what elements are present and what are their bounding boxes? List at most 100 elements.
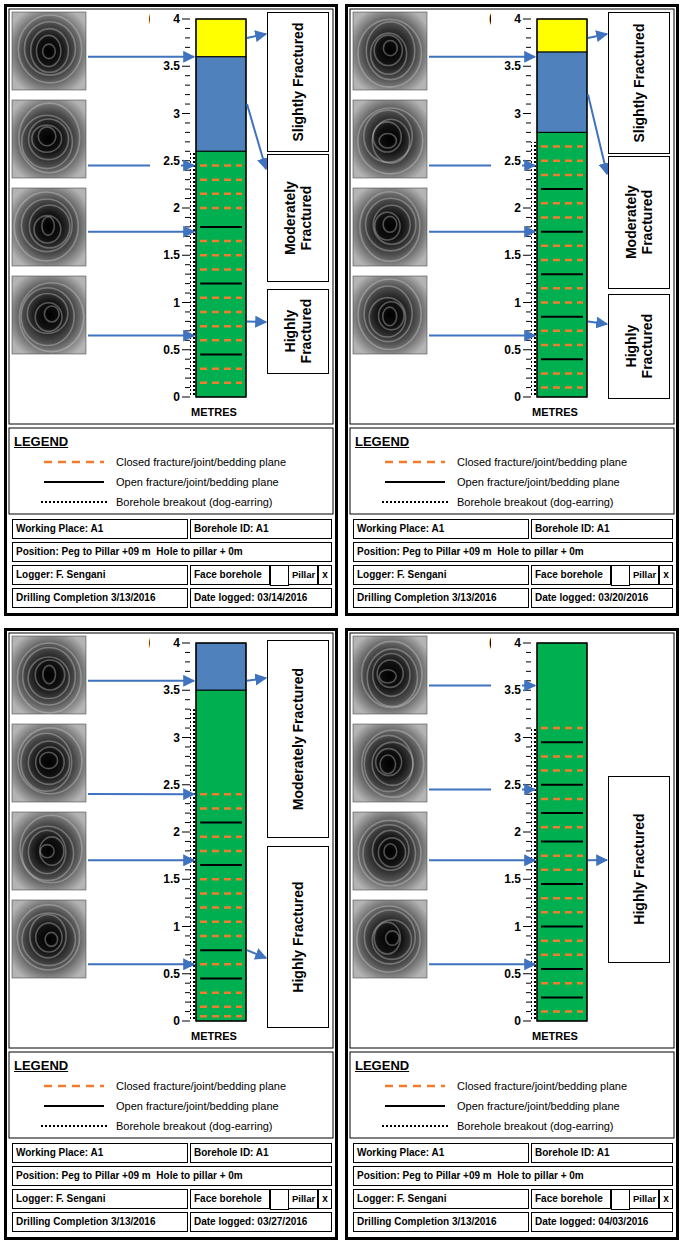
- scale-tick: [185, 321, 190, 322]
- axis-number: 3: [491, 106, 522, 122]
- table-cell: x: [318, 1189, 332, 1209]
- legend-text: Borehole breakout (dog-earring): [457, 1118, 671, 1134]
- table-cell: Drilling Completion 3/13/2016: [353, 588, 529, 608]
- scale-tick: [182, 66, 190, 67]
- table-cell: [612, 1190, 630, 1210]
- closed-fracture: [541, 160, 583, 163]
- table-cell: [271, 566, 289, 586]
- closed-fracture: [541, 769, 583, 772]
- open-fracture: [200, 283, 242, 285]
- closed-fracture: [200, 178, 242, 181]
- table-cell: Logger: F. Sengani: [12, 565, 188, 585]
- closed-fracture: [541, 330, 583, 333]
- scale-tick: [185, 652, 190, 653]
- leader-arrow: [429, 335, 535, 337]
- table-cell: Drilling Completion 3/13/2016: [12, 1212, 188, 1232]
- closed-fracture: [200, 164, 242, 167]
- photo-texture: [358, 820, 421, 886]
- scale-tick: [523, 208, 531, 209]
- breakout-strip: [531, 142, 537, 397]
- closed-fracture: [200, 382, 242, 385]
- scale-tick: [185, 132, 190, 133]
- photo-texture: [23, 647, 76, 704]
- scale-tick: [185, 293, 190, 294]
- scale-tick: [185, 359, 190, 360]
- photo-texture: [378, 838, 405, 867]
- column-outline: [196, 19, 246, 397]
- scale-tick: [526, 813, 531, 814]
- scale-tick: [526, 37, 531, 38]
- closed-fracture: [541, 826, 583, 829]
- closed-fracture: [541, 245, 583, 248]
- open-fracture: [541, 784, 583, 786]
- scale-tick: [526, 274, 531, 275]
- table-cell: Borehole ID: A1: [190, 519, 332, 539]
- photo-texture: [27, 294, 67, 334]
- leader-arrow: [588, 34, 607, 38]
- classification-box: Moderately Fractured: [267, 154, 329, 282]
- photo-texture: [372, 830, 409, 870]
- photo-texture: [364, 735, 413, 791]
- scale-tick: [526, 841, 531, 842]
- scale-tick: [185, 699, 190, 700]
- borehole-photo: [353, 276, 427, 354]
- axis-number: 1.5: [150, 247, 181, 263]
- scale-tick: [185, 226, 190, 227]
- panel-frame: [6, 6, 337, 615]
- scale-tick: [526, 718, 531, 719]
- scale-tick: [523, 643, 531, 644]
- axis-number: 2.5: [150, 777, 181, 793]
- open-fracture: [200, 353, 242, 355]
- legend-sample: [44, 1105, 104, 1107]
- photo-texture: [24, 22, 75, 75]
- table-cell: Position: Peg to Pillar +09 m Hole to pi…: [353, 542, 673, 562]
- axis-number: 2: [491, 824, 522, 840]
- table-cell: [271, 1190, 289, 1210]
- scale-tick: [185, 236, 190, 237]
- photo-texture: [371, 33, 407, 74]
- photo-texture: [364, 910, 415, 964]
- axis-number: 3: [150, 730, 181, 746]
- table-cell: Borehole ID: A1: [531, 519, 673, 539]
- log-frame: [350, 9, 674, 424]
- leader-arrow: [429, 859, 535, 861]
- classification-box: Slightly Fractured: [267, 12, 329, 152]
- axis-number: 3.5: [150, 58, 181, 74]
- scale-tick: [185, 671, 190, 672]
- legend-text: Closed fracture/joint/bedding plane: [116, 454, 330, 470]
- borehole-photo: [12, 12, 86, 90]
- legend-heading: LEGEND: [355, 433, 495, 451]
- panel-frame: [347, 6, 678, 615]
- leader-arrow: [88, 793, 194, 795]
- scale-tick: [185, 264, 190, 265]
- closed-fracture: [541, 798, 583, 801]
- photo-texture: [374, 922, 400, 954]
- scale-tick: [185, 822, 190, 823]
- scale-tick: [523, 784, 531, 785]
- scale-tick: [526, 28, 531, 29]
- photo-texture: [376, 749, 402, 776]
- table-cell: Logger: F. Sengani: [353, 565, 529, 585]
- open-fracture: [541, 358, 583, 360]
- panel-art: [347, 6, 678, 615]
- legend-sample: [44, 461, 104, 464]
- photo-texture: [358, 108, 423, 174]
- borehole-photo: [353, 188, 427, 266]
- table-cell: Pillar: [629, 1189, 659, 1209]
- scale-tick: [526, 888, 531, 889]
- axis-number: 1: [150, 919, 181, 935]
- scale-tick: [526, 245, 531, 246]
- table-cell: Logger: F. Sengani: [353, 1189, 529, 1209]
- photo-texture: [373, 205, 410, 244]
- scale-tick: [526, 992, 531, 993]
- table-cell: Working Place: A1: [353, 519, 529, 539]
- axis-number: 2.5: [150, 153, 181, 169]
- photo-texture: [362, 730, 424, 797]
- scale-tick: [182, 832, 190, 833]
- scale-tick: [185, 122, 190, 123]
- axis-number: 0.5: [150, 342, 181, 358]
- closed-fracture: [200, 1006, 242, 1009]
- scale-tick: [526, 756, 531, 757]
- scale-tick: [526, 94, 531, 95]
- legend-text: Open fracture/joint/bedding plane: [457, 1098, 671, 1114]
